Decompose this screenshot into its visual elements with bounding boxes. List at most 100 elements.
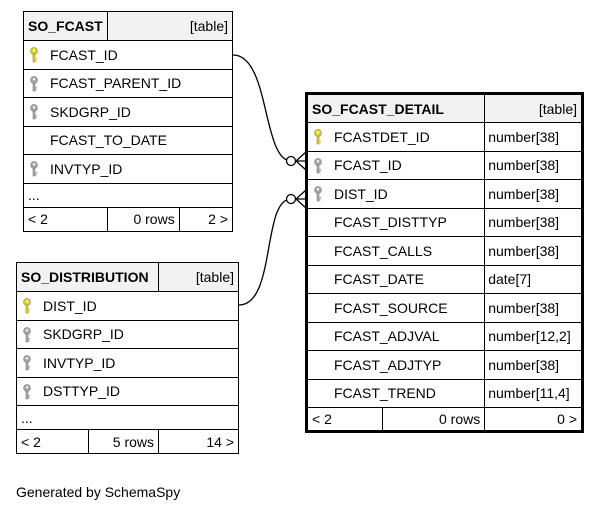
column-type: number[38] [484, 293, 583, 323]
column-name: INVTYP_ID [43, 354, 116, 371]
column-type: number[38] [484, 236, 583, 266]
column-type: number[12,2] [484, 321, 583, 351]
column-cell[interactable]: DIST_ID [16, 291, 239, 321]
column-name: DSTTYP_ID [43, 383, 121, 400]
footer-rows: 0 rows [106, 206, 180, 232]
column-cell[interactable]: FCAST_PARENT_ID [23, 68, 233, 98]
column-name: FCAST_DATE [334, 271, 424, 288]
foreign-key-icon [30, 104, 38, 120]
column-cell[interactable]: FCAST_CALLS [305, 236, 486, 266]
table-so-distribution[interactable]: SO_DISTRIBUTION [table] DIST_ID SKDGRP_ID… [16, 262, 239, 454]
footer-right: 14 > [158, 429, 239, 454]
column-cell[interactable]: FCAST_TO_DATE [23, 125, 233, 155]
column-row[interactable]: FCAST_ID number[38] [305, 150, 583, 180]
table-kind: [table] [484, 93, 583, 123]
foreign-key-icon [23, 326, 31, 342]
column-name: FCAST_DISTTYP [334, 214, 447, 231]
relationship-fcast-crowsfoot [295, 151, 307, 171]
footer-left: < 2 [16, 429, 89, 454]
column-cell[interactable]: FCASTDET_ID [305, 122, 486, 152]
column-type: number[38] [484, 122, 583, 152]
foreign-key-icon [23, 355, 31, 371]
column-cell[interactable]: SKDGRP_ID [16, 319, 239, 349]
column-row[interactable]: FCAST_TREND number[11,4] [305, 378, 583, 408]
column-cell[interactable]: FCAST_ADJVAL [305, 321, 486, 351]
column-row[interactable]: DIST_ID [16, 291, 239, 321]
column-name: FCAST_PARENT_ID [50, 75, 182, 92]
column-row[interactable]: INVTYP_ID [16, 348, 239, 378]
table-name[interactable]: SO_FCAST [23, 11, 108, 41]
primary-key-icon [23, 298, 31, 314]
column-name: FCAST_SOURCE [334, 299, 448, 316]
foreign-key-icon [314, 186, 322, 202]
column-name: FCAST_ID [50, 46, 118, 63]
column-type: number[38] [484, 207, 583, 237]
column-cell[interactable]: FCAST_DATE [305, 264, 486, 294]
column-type: number[11,4] [484, 378, 583, 408]
column-row[interactable]: FCAST_ADJTYP number[38] [305, 350, 583, 380]
column-row[interactable]: FCAST_SOURCE number[38] [305, 293, 583, 323]
column-cell[interactable]: FCAST_ADJTYP [305, 350, 486, 380]
table-name[interactable]: SO_FCAST_DETAIL [305, 93, 486, 123]
footer-rows: 5 rows [88, 429, 159, 454]
column-cell[interactable]: FCAST_SOURCE [305, 293, 486, 323]
relationship-fcast-to-detail [232, 54, 306, 162]
column-row[interactable]: FCAST_DISTTYP number[38] [305, 207, 583, 237]
column-type: number[38] [484, 350, 583, 380]
relationship-dist-crowsfoot [295, 189, 307, 209]
relationship-fcast-optional-marker [285, 155, 297, 167]
footer-left: < 2 [306, 407, 383, 432]
table-kind: [table] [158, 262, 239, 292]
column-row[interactable]: DSTTYP_ID [16, 376, 239, 406]
more-columns-ellipsis: ... [23, 182, 233, 208]
footer-right: 2 > [178, 206, 234, 232]
relationship-dist-optional-marker [285, 193, 297, 205]
column-row[interactable]: SKDGRP_ID [23, 97, 233, 127]
column-row[interactable]: FCAST_TO_DATE [23, 125, 233, 155]
table-so-fcast[interactable]: SO_FCAST [table] FCAST_ID FCAST_PARENT_ID… [23, 11, 234, 232]
foreign-key-icon [30, 75, 38, 91]
column-row[interactable]: FCAST_PARENT_ID [23, 68, 233, 98]
column-cell[interactable]: SKDGRP_ID [23, 97, 233, 127]
column-row[interactable]: FCAST_ID [23, 40, 233, 70]
relationship-dist-to-detail [238, 198, 306, 306]
column-name: FCAST_TREND [334, 385, 436, 402]
column-row[interactable]: FCAST_CALLS number[38] [305, 236, 583, 266]
column-row[interactable]: INVTYP_ID [23, 154, 233, 184]
column-cell[interactable]: FCAST_ID [23, 40, 233, 70]
column-name: FCAST_ADJTYP [334, 356, 442, 373]
primary-key-icon [30, 47, 38, 63]
primary-key-icon [314, 129, 322, 145]
column-cell[interactable]: FCAST_TREND [305, 378, 486, 408]
column-name: INVTYP_ID [50, 160, 123, 177]
foreign-key-icon [314, 157, 322, 173]
column-cell[interactable]: FCAST_ID [305, 150, 486, 180]
foreign-key-icon [30, 161, 38, 177]
column-type: number[38] [484, 179, 583, 209]
column-name: FCAST_TO_DATE [50, 132, 167, 149]
column-name: FCAST_CALLS [334, 242, 433, 259]
column-cell[interactable]: DIST_ID [305, 179, 486, 209]
column-cell[interactable]: INVTYP_ID [23, 154, 233, 184]
foreign-key-icon [23, 383, 31, 399]
table-name[interactable]: SO_DISTRIBUTION [16, 262, 159, 292]
column-cell[interactable]: FCAST_DISTTYP [305, 207, 486, 237]
footer-left: < 2 [23, 206, 108, 232]
column-row[interactable]: SKDGRP_ID [16, 319, 239, 349]
table-kind: [table] [106, 11, 234, 41]
more-columns-ellipsis: ... [16, 405, 239, 430]
column-name: SKDGRP_ID [43, 326, 124, 343]
column-type: number[38] [484, 150, 583, 180]
column-name: FCAST_ID [334, 157, 402, 174]
column-cell[interactable]: DSTTYP_ID [16, 376, 239, 406]
generated-by-caption: Generated by SchemaSpy [16, 484, 181, 500]
footer-rows: 0 rows [381, 407, 486, 432]
column-name: SKDGRP_ID [50, 103, 131, 120]
column-cell[interactable]: INVTYP_ID [16, 348, 239, 378]
